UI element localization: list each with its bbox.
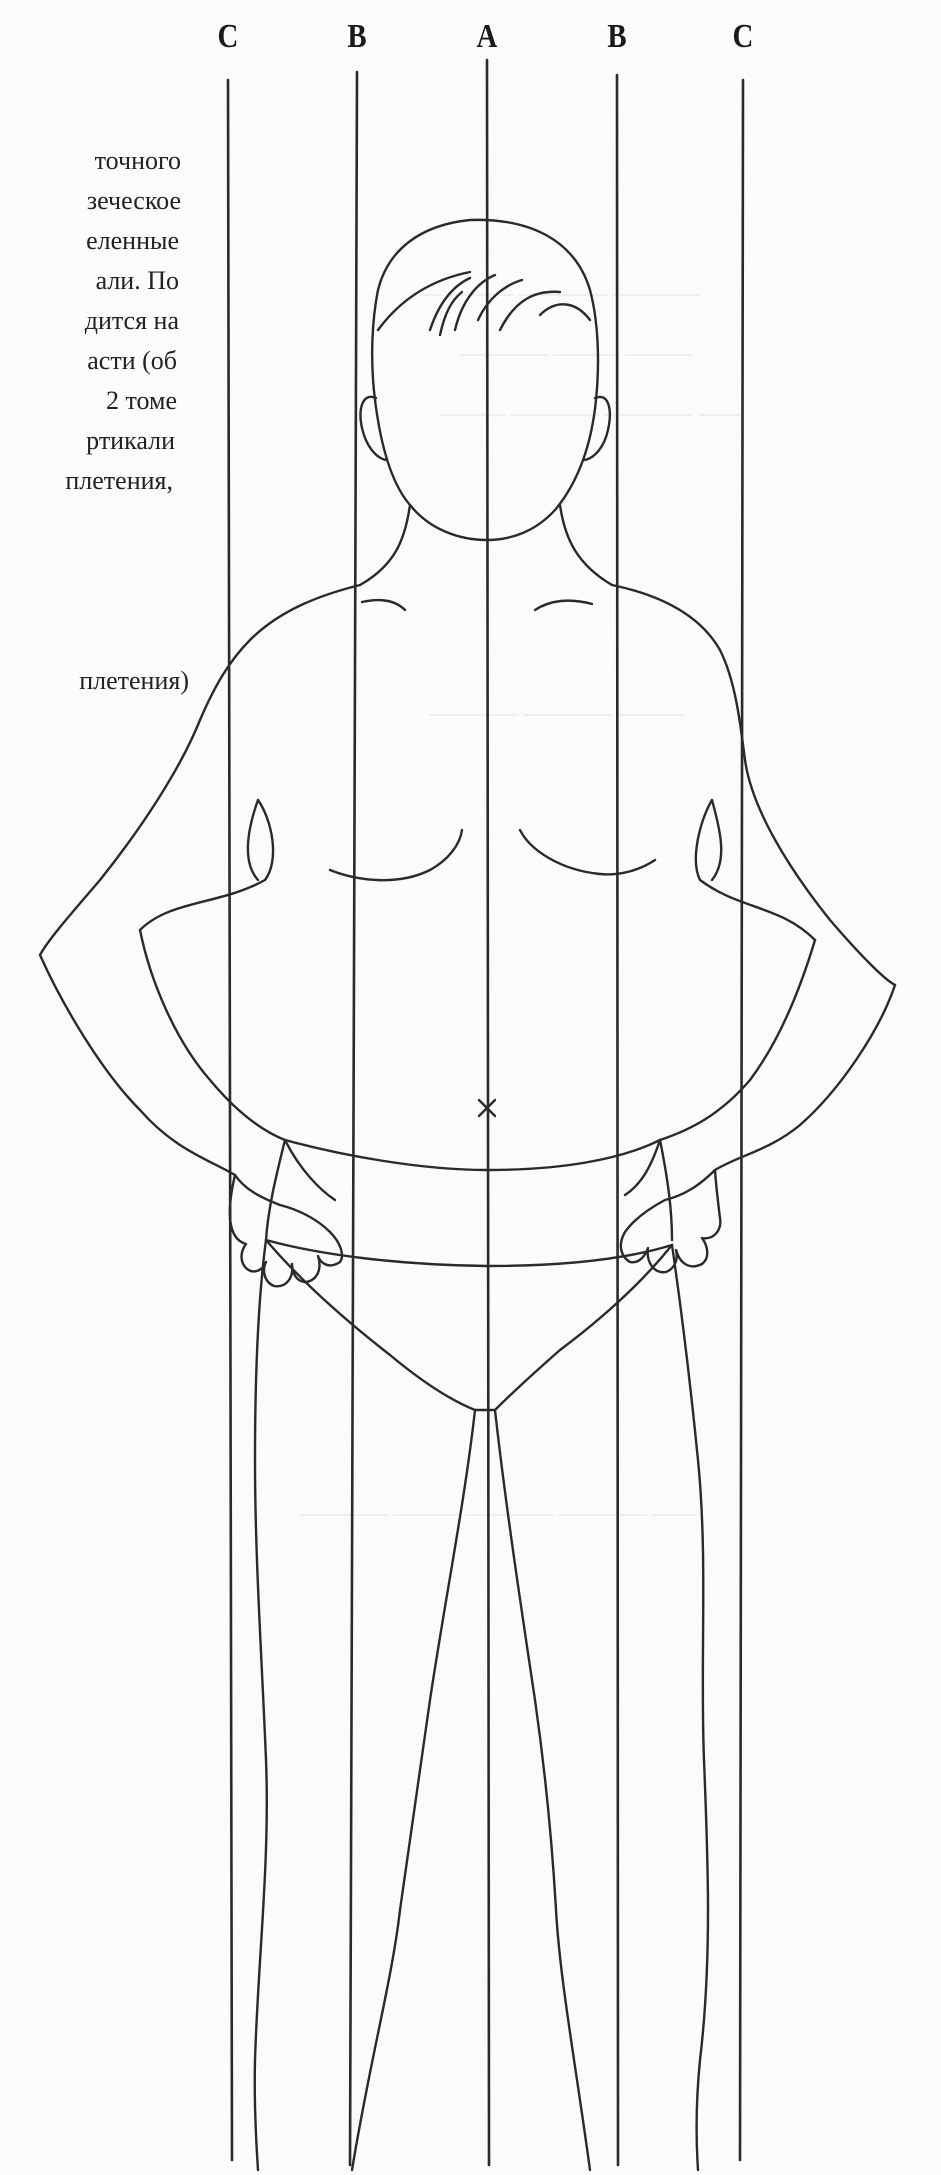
right-leg-inner <box>495 1410 590 2170</box>
reference-lines <box>228 60 743 2165</box>
vertical-line-c-left <box>228 80 232 2160</box>
briefs-top <box>266 1240 672 1266</box>
left-ear <box>361 397 386 460</box>
briefs-right-leg <box>495 1245 672 1410</box>
vertical-line-b-left <box>350 72 357 2165</box>
chest-line-left <box>330 830 462 880</box>
head-outline <box>361 220 610 540</box>
vertical-line-b-right <box>617 75 618 2165</box>
right-torso-side <box>660 1140 672 1240</box>
vertical-line-c-right <box>740 80 743 2160</box>
left-arm-inner <box>140 930 285 1140</box>
hands <box>230 1140 720 1286</box>
right-shoulder <box>612 585 895 985</box>
left-leg-outer <box>255 1240 267 2170</box>
chest-line-right <box>520 830 655 874</box>
neck-right <box>560 505 612 585</box>
right-ear <box>585 397 610 460</box>
right-arm-inner <box>660 940 815 1140</box>
waist-line <box>285 1140 660 1170</box>
neck-left <box>360 505 410 585</box>
left-leg-inner <box>352 1410 475 2170</box>
vertical-line-a <box>487 60 489 2165</box>
left-torso-side <box>266 1140 285 1240</box>
left-shoulder <box>40 585 360 955</box>
left-arm-outer <box>40 955 235 1175</box>
torso-outline <box>40 505 895 1240</box>
legs-outline <box>255 1240 708 2170</box>
right-leg-outer <box>672 1245 708 2170</box>
